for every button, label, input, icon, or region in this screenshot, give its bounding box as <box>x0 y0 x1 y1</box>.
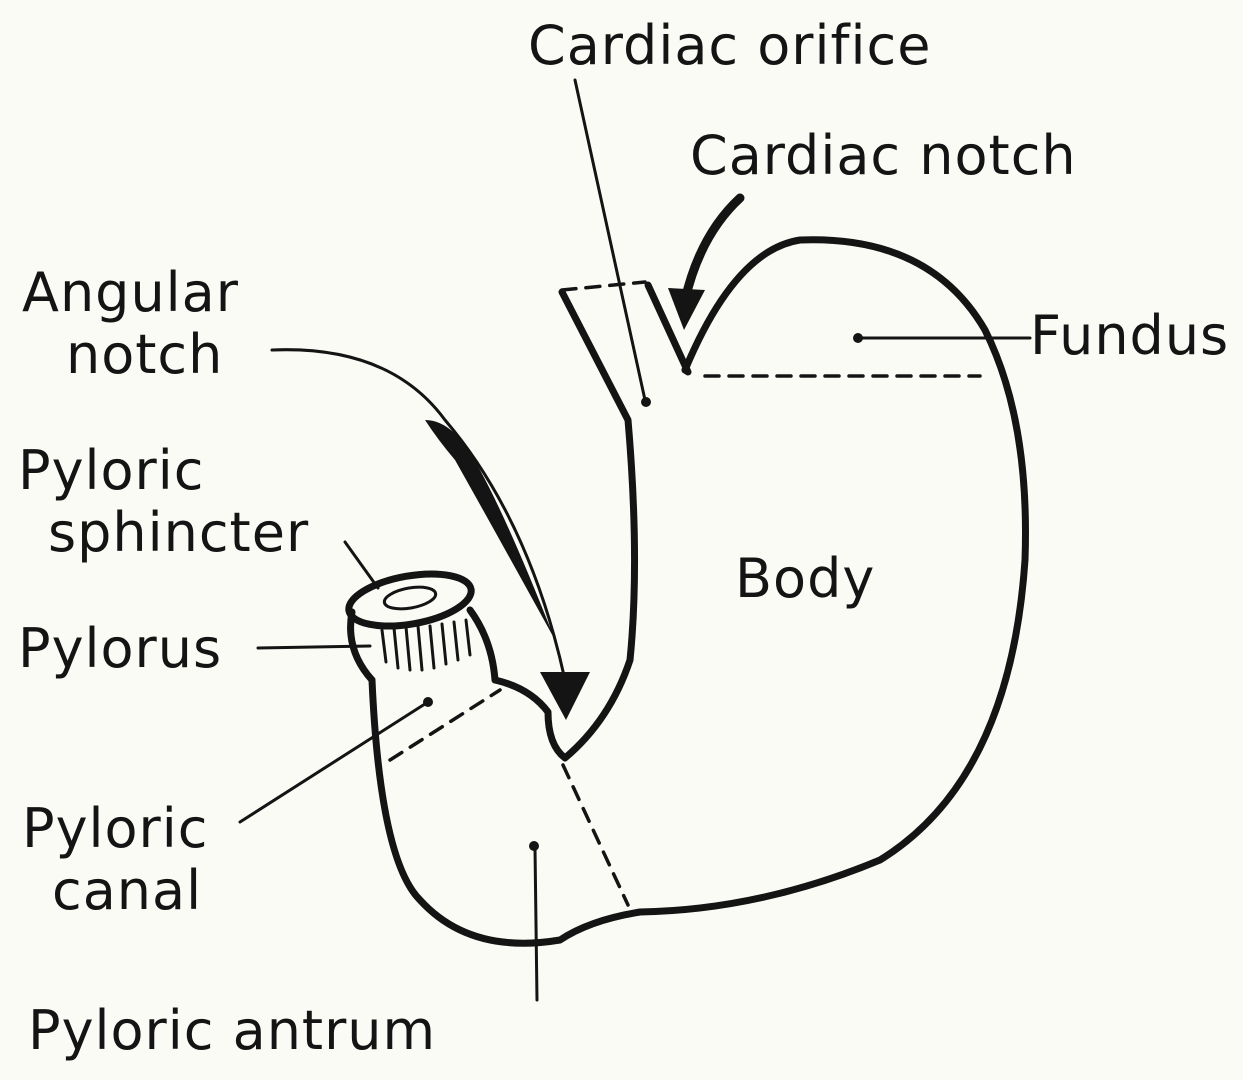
label-pylorus: Pylorus <box>18 618 222 680</box>
label-pyloric-antrum: Pyloric antrum <box>28 1000 436 1062</box>
angular-notch-arrow-band <box>425 420 555 640</box>
label-pyloric-sphincter-line1: Pyloric <box>18 440 309 502</box>
pyloric-canal-dashed-line <box>390 690 500 760</box>
cardiac-orifice-dot <box>641 397 651 407</box>
label-angular-notch: Angular notch <box>22 262 239 386</box>
pyloric-sphincter-leader <box>345 542 378 588</box>
pyloric-canal-leader <box>240 702 428 822</box>
pylorus-leader <box>258 646 370 648</box>
cardiac-notch-arrowhead <box>668 288 705 330</box>
label-pyloric-sphincter-line2: sphincter <box>48 502 309 564</box>
pylorus-hatching <box>382 620 470 670</box>
pyloric-antrum-leader <box>535 848 537 1000</box>
label-pyloric-canal-line1: Pyloric <box>22 798 208 860</box>
label-body: Body <box>735 548 875 610</box>
label-angular-notch-line1: Angular <box>22 262 239 324</box>
label-cardiac-orifice: Cardiac orifice <box>528 15 931 77</box>
label-pyloric-sphincter: Pyloric sphincter <box>18 440 309 564</box>
label-fundus: Fundus <box>1030 305 1229 367</box>
label-cardiac-notch: Cardiac notch <box>690 125 1077 187</box>
label-pyloric-canal-line2: canal <box>52 860 208 922</box>
fundus-dot <box>853 333 863 343</box>
esophagus-dashed-line <box>562 282 645 290</box>
pyloric-sphincter-opening <box>383 584 438 613</box>
antrum-dashed-line <box>563 765 628 905</box>
label-angular-notch-line2: notch <box>66 324 239 386</box>
label-pyloric-canal: Pyloric canal <box>22 798 208 922</box>
pyloric-antrum-dot <box>529 841 539 851</box>
pyloric-canal-dot <box>423 697 433 707</box>
cardiac-orifice-leader <box>575 80 645 400</box>
